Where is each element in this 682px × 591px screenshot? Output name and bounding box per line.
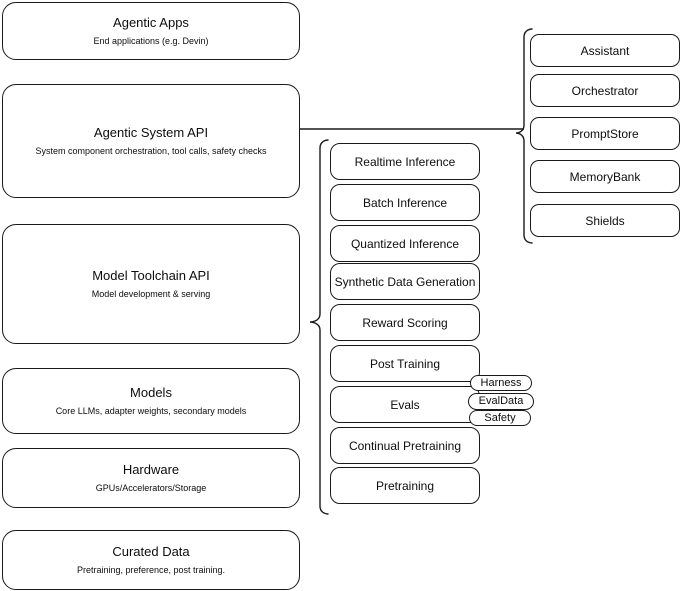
layer-title: Hardware xyxy=(122,462,180,477)
layer-box-model-toolchain-api[interactable]: Model Toolchain API Model development & … xyxy=(2,224,300,344)
component-label: Shields xyxy=(585,213,625,228)
layer-subtitle: GPUs/Accelerators/Storage xyxy=(95,483,207,493)
component-label: Realtime Inference xyxy=(354,154,456,169)
component-label: Pretraining xyxy=(375,478,435,493)
pill-label: EvalData xyxy=(478,395,524,407)
toolchain-component-continual-pretraining[interactable]: Continual Pretraining xyxy=(330,427,480,464)
component-label: Synthetic Data Generation xyxy=(334,274,476,289)
component-label: Quantized Inference xyxy=(350,236,460,251)
toolchain-component-post-training[interactable]: Post Training xyxy=(330,345,480,382)
eval-pill-safety[interactable]: Safety xyxy=(469,410,531,426)
layer-box-hardware[interactable]: Hardware GPUs/Accelerators/Storage xyxy=(2,448,300,508)
layer-title: Models xyxy=(130,385,172,400)
layer-title: Agentic Apps xyxy=(113,15,189,30)
toolchain-component-realtime-inference[interactable]: Realtime Inference xyxy=(330,143,480,180)
toolchain-component-batch-inference[interactable]: Batch Inference xyxy=(330,184,480,221)
layer-title: Curated Data xyxy=(112,544,190,559)
component-label: Assistant xyxy=(580,43,630,58)
layer-subtitle: Model development & serving xyxy=(91,289,211,299)
pill-label: Safety xyxy=(484,411,516,424)
component-label: Orchestrator xyxy=(571,83,639,98)
layer-title: Model Toolchain API xyxy=(92,268,210,283)
brace-toolchain-components xyxy=(308,138,330,518)
connector-system-api-to-components xyxy=(300,118,532,140)
toolchain-component-reward-scoring[interactable]: Reward Scoring xyxy=(330,304,480,341)
component-label: Evals xyxy=(390,397,420,412)
layer-box-agentic-system-api[interactable]: Agentic System API System component orch… xyxy=(2,84,300,198)
toolchain-component-evals[interactable]: Evals xyxy=(330,386,480,423)
component-label: MemoryBank xyxy=(569,169,641,184)
component-label: Post Training xyxy=(369,356,441,371)
system-component-shields[interactable]: Shields xyxy=(530,204,680,237)
layer-subtitle: Pretraining, preference, post training. xyxy=(76,565,226,575)
system-component-orchestrator[interactable]: Orchestrator xyxy=(530,74,680,107)
toolchain-component-pretraining[interactable]: Pretraining xyxy=(330,467,480,504)
layer-subtitle: Core LLMs, adapter weights, secondary mo… xyxy=(55,406,247,416)
system-component-promptstore[interactable]: PromptStore xyxy=(530,117,680,150)
component-label: Batch Inference xyxy=(362,195,448,210)
layer-subtitle: System component orchestration, tool cal… xyxy=(35,146,267,156)
eval-pill-harness[interactable]: Harness xyxy=(470,375,532,391)
system-component-memorybank[interactable]: MemoryBank xyxy=(530,160,680,193)
toolchain-component-quantized-inference[interactable]: Quantized Inference xyxy=(330,225,480,262)
layer-box-curated-data[interactable]: Curated Data Pretraining, preference, po… xyxy=(2,530,300,590)
layer-subtitle: End applications (e.g. Devin) xyxy=(93,36,209,46)
system-component-assistant[interactable]: Assistant xyxy=(530,34,680,67)
layer-box-models[interactable]: Models Core LLMs, adapter weights, secon… xyxy=(2,368,300,434)
toolchain-component-synthetic-data-generation[interactable]: Synthetic Data Generation xyxy=(330,263,480,300)
component-label: PromptStore xyxy=(571,126,639,141)
component-label: Reward Scoring xyxy=(362,315,448,330)
pill-label: Harness xyxy=(480,376,522,389)
component-label: Continual Pretraining xyxy=(348,438,462,453)
eval-pill-evaldata[interactable]: EvalData xyxy=(468,393,534,410)
layer-box-agentic-apps[interactable]: Agentic Apps End applications (e.g. Devi… xyxy=(2,2,300,60)
layer-title: Agentic System API xyxy=(93,125,209,140)
